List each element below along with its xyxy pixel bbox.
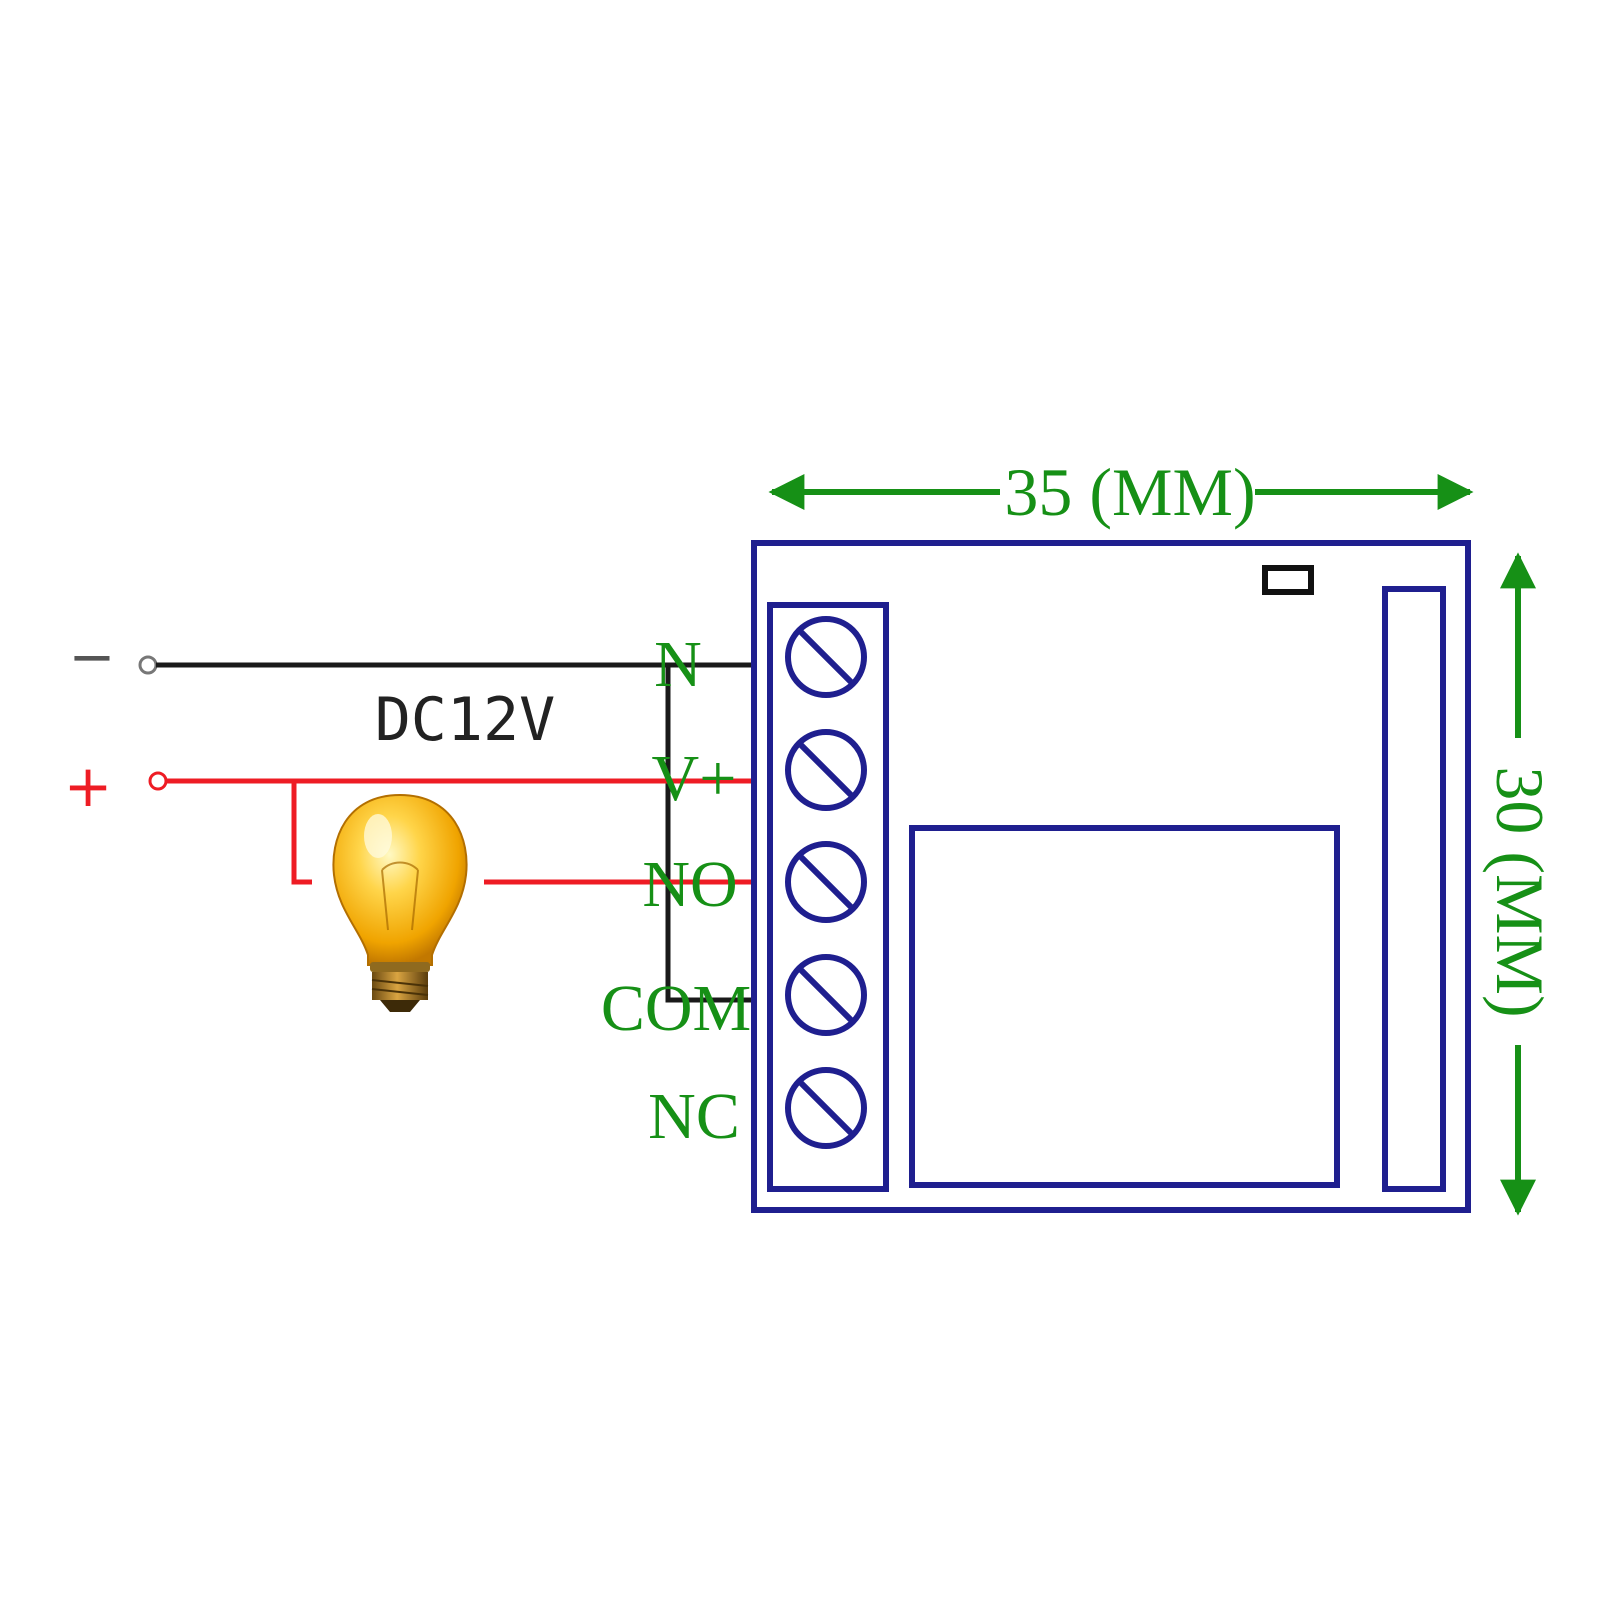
terminal-label-n: N (654, 628, 702, 701)
negative-terminal (138, 655, 158, 675)
negative-sign: − (69, 625, 116, 690)
bridge-wire-n-to-com (665, 665, 780, 1003)
screw-terminal-icon (785, 1067, 867, 1149)
screw-terminal-icon (785, 841, 867, 923)
relay-component (909, 825, 1340, 1188)
screw-terminal-icon (785, 729, 867, 811)
height-dimension-label: 30 (MM) (1482, 766, 1558, 1017)
terminal-label-com: COM (601, 972, 751, 1045)
screw-terminal-icon (785, 954, 867, 1036)
antenna-strip (1382, 586, 1446, 1192)
light-bulb-icon (332, 793, 468, 1012)
positive-sign: + (64, 752, 113, 820)
terminal-label-v-plus: V+ (652, 742, 737, 815)
screw-terminal-icon (785, 616, 867, 698)
led-indicator (1262, 565, 1314, 595)
voltage-label: DC12V (375, 685, 556, 755)
terminal-label-nc: NC (648, 1080, 740, 1153)
width-dimension-label: 35 (MM) (1004, 454, 1255, 530)
lamp-supply-wire (291, 781, 312, 885)
positive-terminal (148, 771, 168, 791)
terminal-label-no: NO (642, 848, 737, 921)
